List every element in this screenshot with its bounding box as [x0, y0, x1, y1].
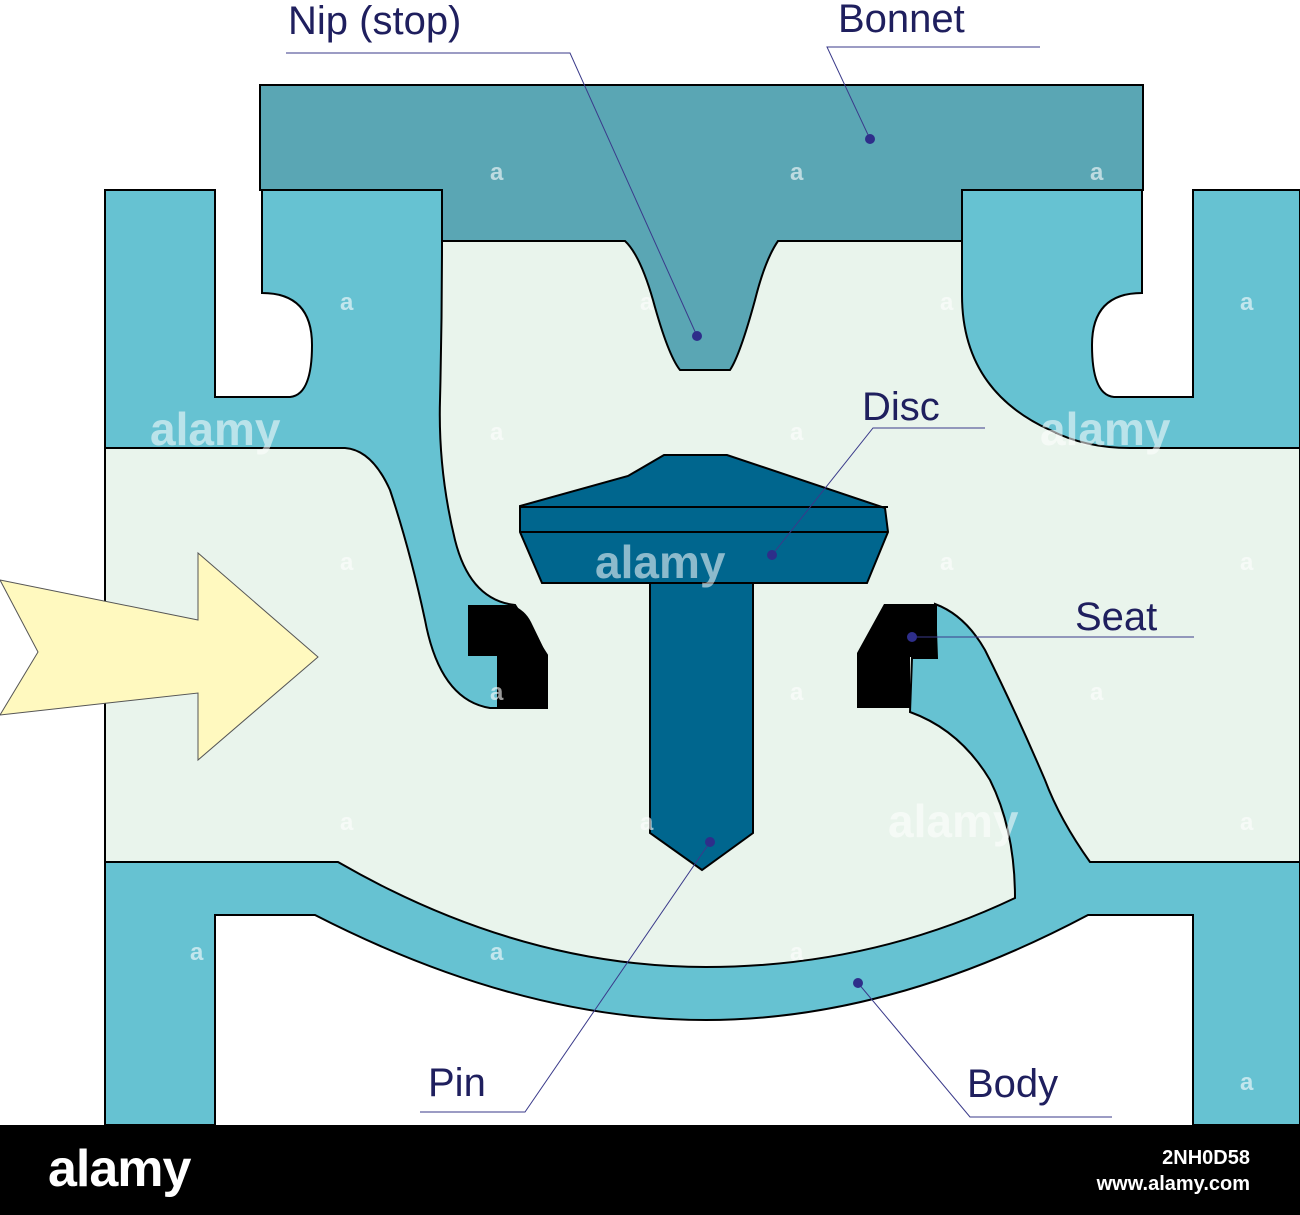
watermark-tile: a [940, 1069, 954, 1096]
watermark-tile: a [640, 809, 654, 836]
watermark-tile: a [490, 939, 504, 966]
watermark-tiles: a a a a a a a a a a a a a a a a a a a a … [40, 159, 1254, 1096]
watermark-tile: a [1240, 809, 1254, 836]
watermark-tile: a [340, 549, 354, 576]
watermark-tile: a [1240, 1069, 1254, 1096]
leader-body [857, 982, 1112, 1118]
leader-dots [692, 134, 917, 988]
label-disc: Disc [862, 385, 940, 429]
watermark-tile: a [1240, 289, 1254, 316]
watermark-tile: a [640, 289, 654, 316]
watermark-tile: a [1240, 549, 1254, 576]
dot-nip [692, 331, 702, 341]
dot-body [853, 978, 863, 988]
label-nip: Nip (stop) [288, 0, 461, 43]
disc [519, 454, 890, 872]
valve-bonnet [259, 84, 1144, 371]
stock-footer-bar: alamy 2NH0D58 www.alamy.com [0, 1125, 1300, 1215]
watermark-brand-3: alamy [1040, 403, 1171, 455]
watermark-brand-2: alamy [595, 536, 726, 588]
watermark-tile: a [790, 679, 804, 706]
leader-disc [771, 427, 985, 556]
watermark-tile: a [340, 809, 354, 836]
watermark-brand-4: alamy [888, 795, 1019, 847]
label-bonnet: Bonnet [838, 0, 965, 41]
watermark-tile: a [1090, 679, 1104, 706]
watermark-tile: a [1090, 159, 1104, 186]
watermark-tile: a [790, 419, 804, 446]
label-pin: Pin [428, 1061, 486, 1105]
watermark-tile: a [190, 939, 204, 966]
watermark-tile: a [490, 419, 504, 446]
alamy-logo: alamy [48, 1140, 191, 1198]
leader-lines [286, 46, 1194, 1118]
seat-right [857, 604, 937, 708]
watermark-brand-1: alamy [150, 403, 281, 455]
watermark-tile: a [790, 939, 804, 966]
dot-pin [705, 837, 715, 847]
part-labels: Nip (stop) Bonnet Disc Seat Pin Body [288, 0, 1157, 1106]
watermark-tile: a [1090, 939, 1104, 966]
dot-bonnet [865, 134, 875, 144]
watermark-tile: a [340, 289, 354, 316]
watermark-tile: a [340, 1069, 354, 1096]
leader-nip [286, 52, 698, 337]
image-id: 2NH0D58 [1162, 1147, 1250, 1169]
flow-direction-arrow-icon [0, 551, 319, 762]
watermark-tile: a [640, 1069, 654, 1096]
watermark-tile: a [790, 159, 804, 186]
leader-pin [420, 841, 711, 1113]
dot-disc [767, 550, 777, 560]
watermark-tile: a [490, 159, 504, 186]
leader-bonnet [826, 46, 1040, 140]
label-body: Body [967, 1062, 1058, 1106]
seat-left [468, 605, 547, 708]
watermark-tile: a [940, 549, 954, 576]
watermark-tile: a [40, 549, 54, 576]
watermark-tile: a [490, 679, 504, 706]
watermark-layer: alamy alamy alamy alamy [150, 403, 1171, 847]
site-url: www.alamy.com [1096, 1173, 1250, 1195]
dot-seat [907, 632, 917, 642]
watermark-tile: a [940, 289, 954, 316]
label-seat: Seat [1075, 595, 1157, 639]
